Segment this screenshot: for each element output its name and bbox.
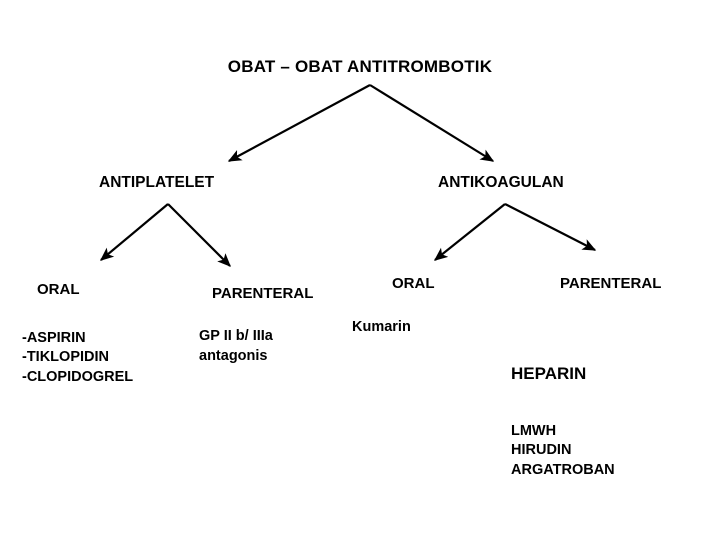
node-antikoagulan-oral: ORAL <box>392 275 435 292</box>
node-antiplatelet-parenteral: PARENTERAL <box>212 285 314 302</box>
leaf-antikoagulan-oral-drugs: Kumarin <box>352 319 411 335</box>
arrow-root-to-antikoagulan <box>369 84 495 162</box>
leaf-antikoagulan-parenteral-drugs: HEPARIN LMWH HIRUDIN ARGATROBAN <box>511 325 615 518</box>
arrow-antikoagulan-to-oral <box>433 203 506 261</box>
leaf-heparin-other-drugs: LMWH HIRUDIN ARGATROBAN <box>511 422 615 479</box>
node-antiplatelet-oral: ORAL <box>37 281 80 298</box>
arrow-antiplatelet-to-parenteral <box>167 203 231 267</box>
root-node-title: OBAT – OBAT ANTITROMBOTIK <box>227 57 493 76</box>
arrow-root-to-antiplatelet <box>227 84 371 162</box>
arrow-antiplatelet-to-oral <box>99 203 169 261</box>
leaf-antiplatelet-oral-drugs: -ASPIRIN -TIKLOPIDIN -CLOPIDOGREL <box>22 330 134 385</box>
node-antikoagulan: ANTIKOAGULAN <box>438 174 564 191</box>
node-antiplatelet: ANTIPLATELET <box>99 174 215 191</box>
leaf-antiplatelet-parenteral-drugs: GP II b/ IIIa antagonis <box>199 328 273 364</box>
arrow-antikoagulan-to-parenteral <box>504 203 597 251</box>
node-antikoagulan-parenteral: PARENTERAL <box>560 275 662 292</box>
leaf-heparin-label: HEPARIN <box>511 363 587 383</box>
